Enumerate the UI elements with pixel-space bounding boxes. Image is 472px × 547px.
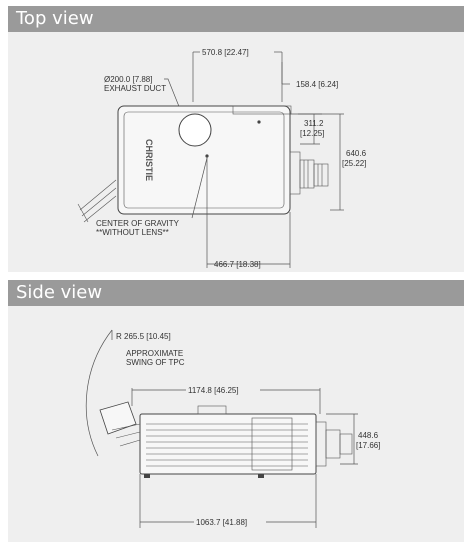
dim-right-offset-label: 158.4 [6.24] bbox=[296, 80, 338, 89]
lens-barrel bbox=[299, 159, 315, 189]
dim-total-depth-1: 640.6 bbox=[346, 149, 367, 158]
dim-length-bottom-label: 1063.7 [41.88] bbox=[196, 518, 247, 527]
dim-height-1: 448.6 bbox=[358, 431, 379, 440]
duct-diameter-label: Ø200.0 [7.88] bbox=[104, 75, 152, 84]
top-view-drawing: 570.8 [22.47] 158.4 [6.24] Ø200.0 [7.88]… bbox=[77, 48, 367, 269]
dim-length-top-label: 1174.8 [46.25] bbox=[188, 386, 239, 395]
lens-front-side bbox=[339, 433, 353, 455]
projector-top-handle bbox=[197, 405, 227, 415]
dim-label-bg bbox=[186, 385, 260, 395]
projector-side-body bbox=[139, 413, 317, 475]
lens-mount bbox=[289, 151, 301, 195]
dim-label-bg bbox=[194, 517, 266, 527]
lens-mount-side bbox=[315, 421, 327, 467]
dim-total-depth-2: [25.22] bbox=[342, 159, 366, 168]
swing-arc bbox=[85, 329, 113, 457]
detail-dot bbox=[257, 120, 261, 124]
top-view-panel: 570.8 [22.47] 158.4 [6.24] Ø200.0 [7.88]… bbox=[8, 32, 464, 272]
cog-leader bbox=[191, 157, 208, 219]
dim-cog-width-label: 466.7 [18.38] bbox=[214, 260, 261, 269]
projector-top-vent bbox=[232, 105, 292, 115]
swing-label-1: APPROXIMATE bbox=[126, 349, 183, 358]
cog-label-1: CENTER OF GRAVITY bbox=[96, 219, 180, 228]
lens-front bbox=[313, 163, 329, 187]
side-view-panel: R 265.5 [10.45] APPROXIMATE SWING OF TPC… bbox=[8, 306, 464, 542]
top-view-header: Top view bbox=[8, 6, 464, 32]
duct-label: EXHAUST DUCT bbox=[104, 84, 166, 93]
dim-width-top-label: 570.8 [22.47] bbox=[202, 48, 249, 57]
cog-label-2: **WITHOUT LENS** bbox=[96, 228, 169, 237]
foot-left bbox=[144, 474, 150, 478]
dim-cog-depth-2: [12.25] bbox=[300, 129, 324, 138]
projector-top-inner bbox=[123, 111, 285, 209]
brand-text: CHRISTIE bbox=[144, 139, 154, 181]
side-view-header: Side view bbox=[8, 280, 464, 306]
lens-barrel-side bbox=[325, 429, 341, 459]
dim-cog-depth-1: 311.2 bbox=[304, 119, 324, 128]
side-vents bbox=[146, 423, 308, 467]
side-grille bbox=[251, 417, 293, 471]
tpc-handle-side bbox=[99, 401, 141, 447]
swing-label-2: SWING OF TPC bbox=[126, 358, 185, 367]
top-view-title: Top view bbox=[16, 8, 94, 29]
exhaust-duct-circle bbox=[178, 113, 212, 147]
foot-right bbox=[258, 474, 264, 478]
side-view-title: Side view bbox=[16, 282, 103, 303]
tpc-handle-top bbox=[77, 179, 117, 223]
side-view-drawing: R 265.5 [10.45] APPROXIMATE SWING OF TPC… bbox=[85, 329, 380, 528]
dim-height-2: [17.66] bbox=[356, 441, 380, 450]
swing-radius-label: R 265.5 [10.45] bbox=[116, 332, 171, 341]
